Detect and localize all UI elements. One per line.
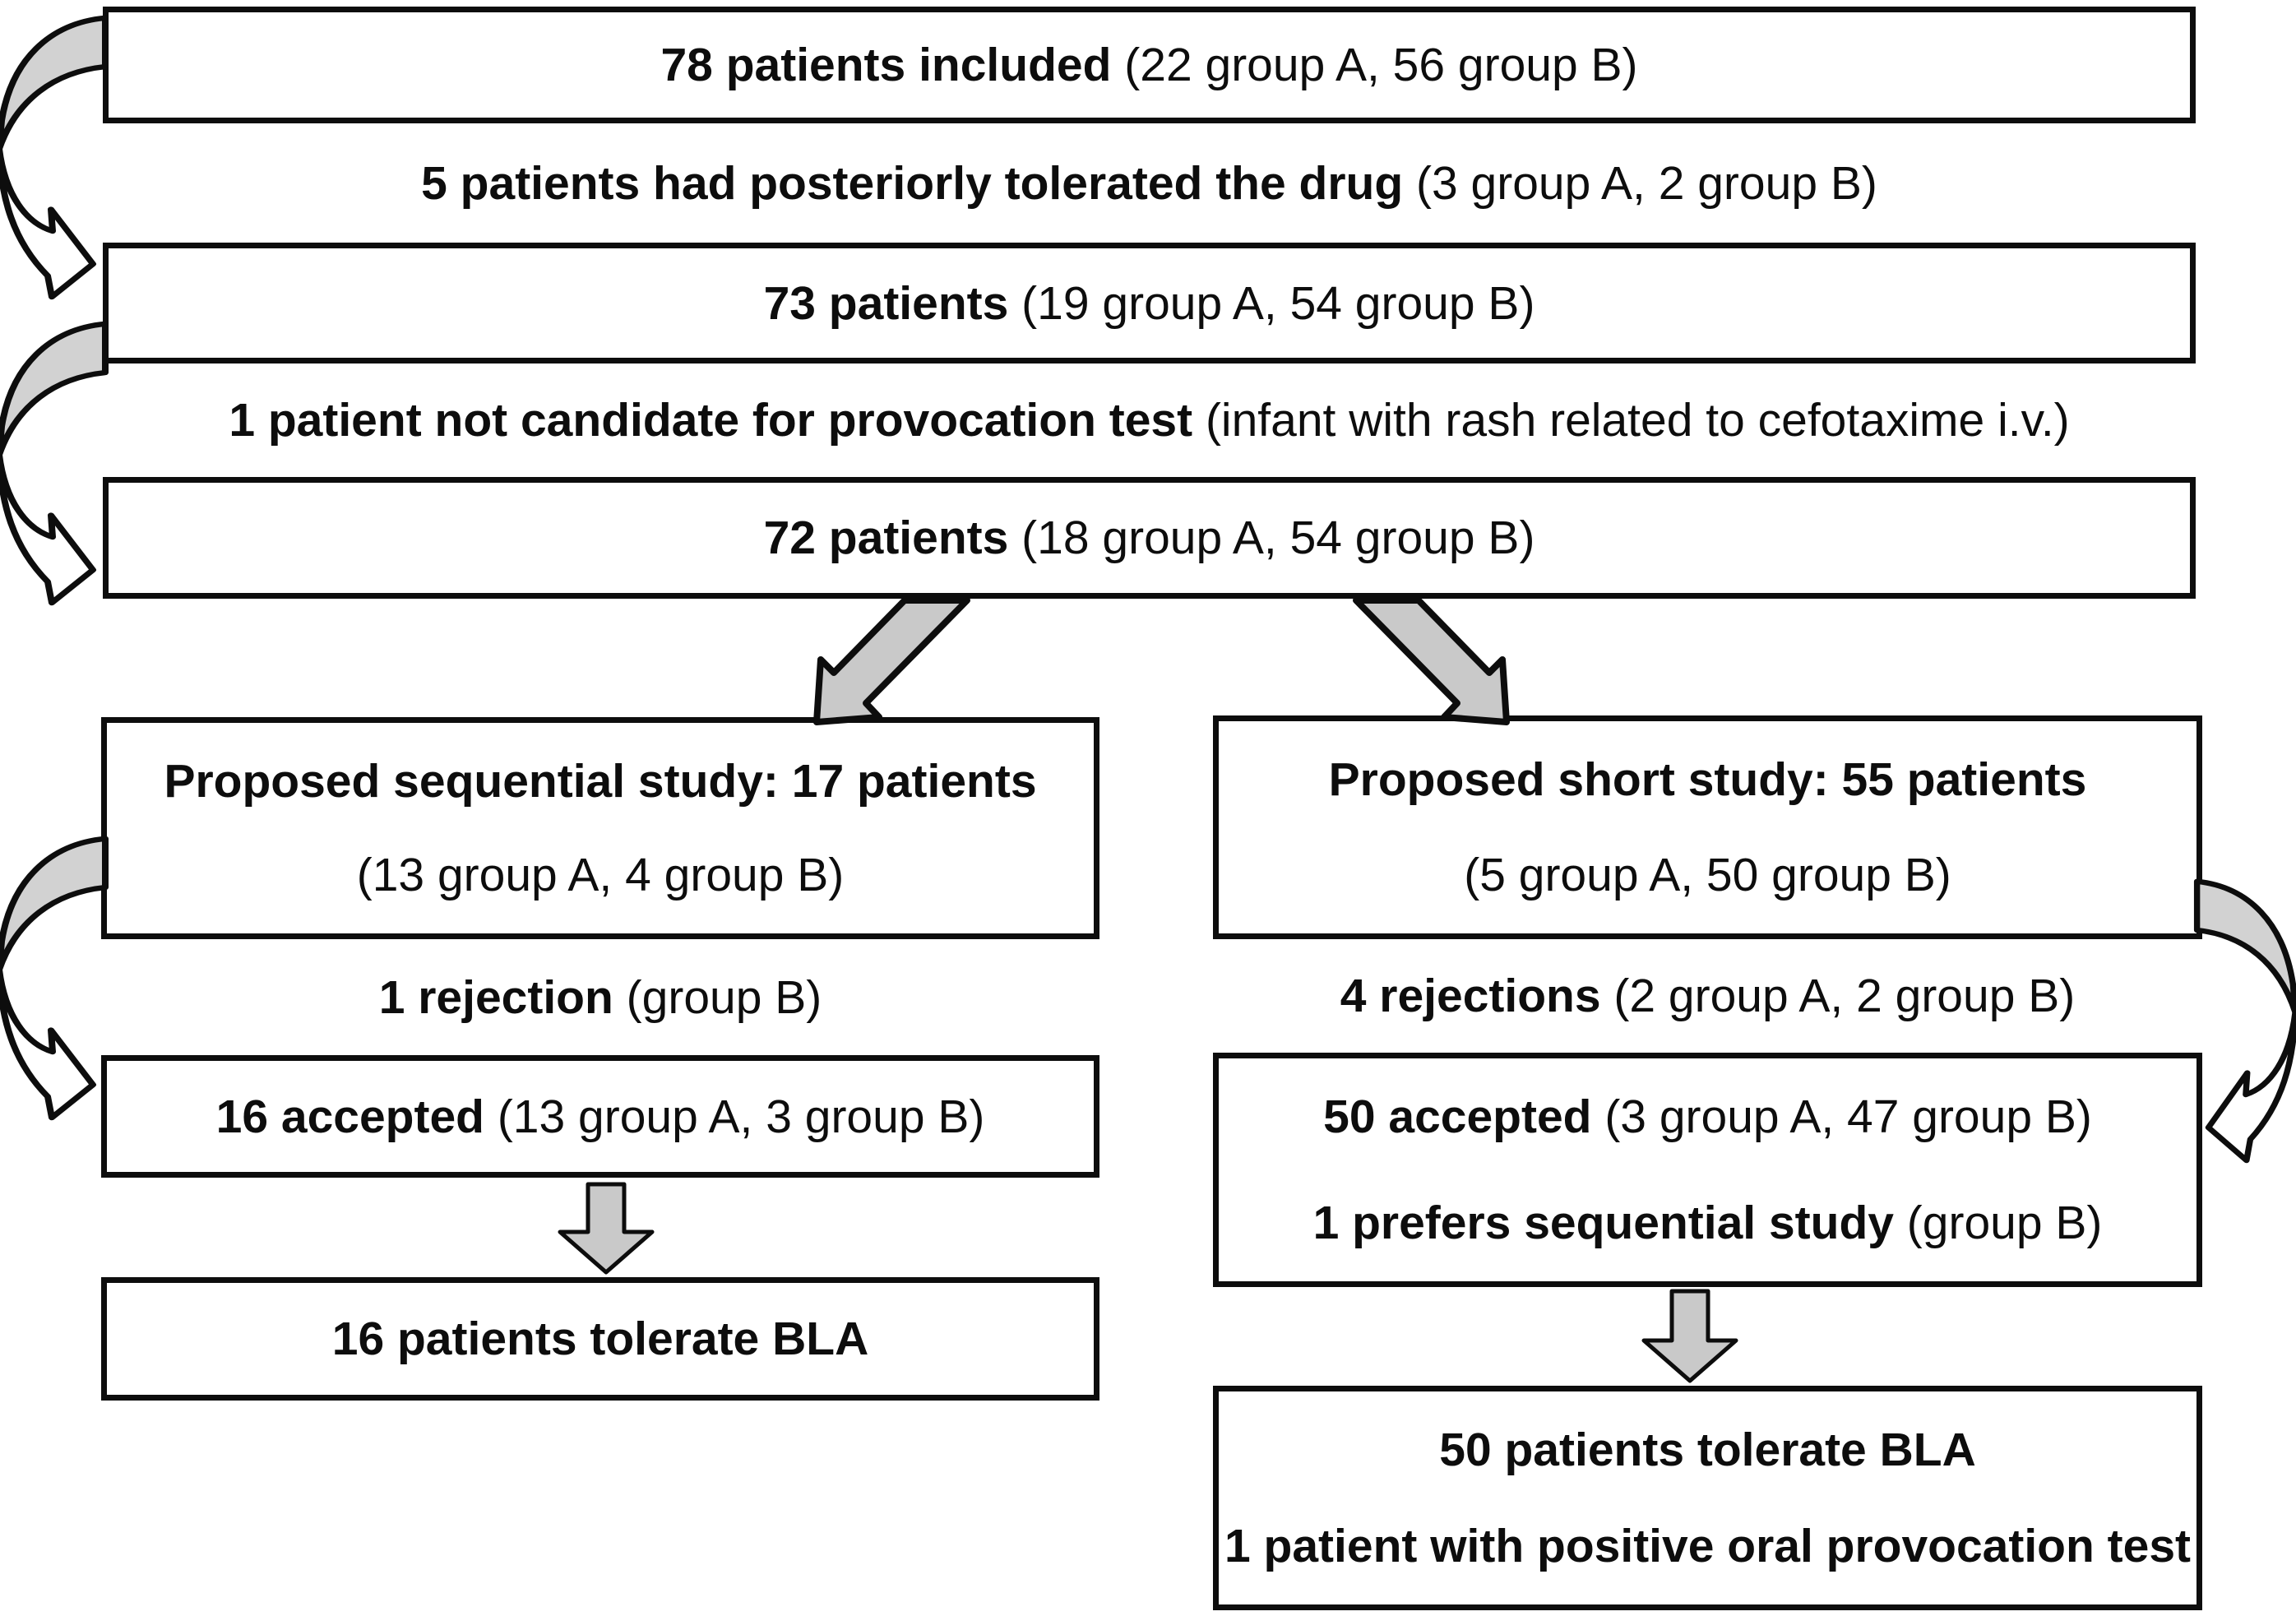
note-short-rejection: 4 rejections (2 group A, 2 group B) [1213,939,2202,1053]
box-proposed-sequential-detail: (13 group A, 4 group B) [356,849,845,901]
box-72-patients-text: 72 patients (18 group A, 54 group B) [763,512,1535,564]
curved-arrow-78-to-73 [0,15,109,300]
box-73-patients: 73 patients (19 group A, 54 group B) [103,243,2196,363]
box-16-tolerate-bla-text: 16 patients tolerate BLA [331,1313,869,1365]
box-16-tolerate-bla: 16 patients tolerate BLA [101,1277,1099,1401]
box-50-tolerate-bla: 50 patients tolerate BLA 1 patient with … [1213,1386,2202,1610]
curved-arrow-73-to-72 [0,321,109,606]
box-proposed-short-study: Proposed short study: 55 patients (5 gro… [1213,715,2202,939]
box-78-patients-included: 78 patients included (22 group A, 56 gro… [103,7,2196,123]
note-1-not-candidate-text: 1 patient not candidate for provocation … [229,394,2070,447]
box-50-tolerate-bla-line2: 1 patient with positive oral provocation… [1224,1520,2192,1572]
box-proposed-short-detail: (5 group A, 50 group B) [1464,849,1951,901]
note-sequential-rejection-text: 1 rejection (group B) [378,970,822,1024]
note-1-not-candidate: 1 patient not candidate for provocation … [103,363,2196,477]
box-50-accepted-line1: 50 accepted (3 group A, 47 group B) [1323,1090,2092,1143]
curved-arrow-sequential-to-accepted [0,836,109,1121]
note-5-tolerated-text: 5 patients had posteriorly tolerated the… [421,156,1877,210]
down-arrow-16-accepted-to-outcome [558,1182,655,1275]
diagonal-arrow-to-sequential [813,597,970,725]
note-sequential-rejection: 1 rejection (group B) [101,939,1099,1055]
down-arrow-50-accepted-to-outcome [1641,1289,1738,1383]
note-5-tolerated: 5 patients had posteriorly tolerated the… [103,123,2196,243]
diagonal-arrow-to-short [1353,597,1510,725]
box-16-accepted-text: 16 accepted (13 group A, 3 group B) [215,1090,985,1143]
curved-arrow-short-to-accepted [2193,878,2296,1164]
box-proposed-sequential-study: Proposed sequential study: 17 patients (… [101,717,1099,939]
box-proposed-sequential-title: Proposed sequential study: 17 patients [164,755,1037,808]
box-72-patients: 72 patients (18 group A, 54 group B) [103,477,2196,599]
box-50-accepted: 50 accepted (3 group A, 47 group B) 1 pr… [1213,1053,2202,1287]
box-16-accepted: 16 accepted (13 group A, 3 group B) [101,1055,1099,1178]
box-78-patients-included-text: 78 patients included (22 group A, 56 gro… [660,39,1638,91]
note-short-rejection-text: 4 rejections (2 group A, 2 group B) [1340,970,2076,1022]
box-73-patients-text: 73 patients (19 group A, 54 group B) [763,276,1535,330]
box-50-tolerate-bla-line1: 50 patients tolerate BLA [1439,1424,1976,1476]
box-50-accepted-line2: 1 prefers sequential study (group B) [1312,1197,2103,1249]
box-proposed-short-title: Proposed short study: 55 patients [1328,753,2087,806]
